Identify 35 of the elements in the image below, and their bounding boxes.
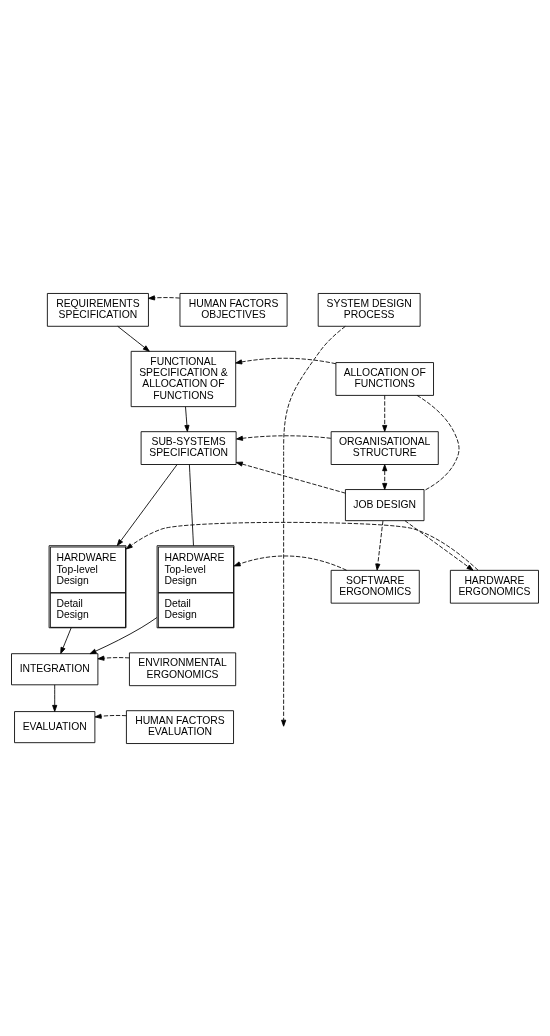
arrow (235, 461, 346, 494)
node-box: REQUIREMENTS SPECIFICATION (46, 292, 149, 327)
connector (189, 463, 194, 546)
node-box: ORGANISATIONAL STRUCTURE (330, 430, 439, 465)
arrow (236, 434, 332, 441)
arrow (382, 394, 388, 432)
arrow (94, 713, 127, 719)
arrow (89, 616, 158, 654)
node-box: JOB DESIGN (345, 488, 425, 521)
arrow (52, 683, 58, 712)
node-box: ENVIRONMENTAL ERGONOMICS (129, 651, 237, 686)
node-box: FUNCTIONAL SPECIFICATION & ALLOCATION OF FUNCTIONS (130, 350, 237, 407)
arrow (382, 463, 388, 490)
arrow (116, 463, 178, 546)
arrow (125, 521, 479, 571)
arrow (148, 294, 181, 300)
node-box: SOFTWARE ERGONOMICS (330, 569, 420, 604)
arrow (281, 325, 346, 727)
node-box: HARDWARE ERGONOMICS (449, 569, 539, 604)
arrow (233, 555, 347, 571)
arrow (60, 627, 72, 654)
node-box: SUB-SYSTEMS SPECIFICATION (140, 430, 237, 465)
arrow (404, 519, 474, 571)
arrow (235, 357, 337, 364)
arrow (184, 405, 190, 432)
arrow (375, 520, 384, 571)
node-box: HUMAN FACTORS EVALUATION (125, 709, 234, 744)
node-box: HUMAN FACTORS OBJECTIVES (179, 292, 288, 327)
node-box: SYSTEM DESIGN PROCESS (317, 292, 421, 327)
node-box: ALLOCATION OF FUNCTIONS (335, 361, 434, 396)
node-box: INTEGRATION (11, 652, 99, 685)
arrow (97, 655, 130, 661)
arrow (117, 325, 150, 352)
connector (416, 394, 460, 491)
node-box: EVALUATION (14, 710, 96, 743)
